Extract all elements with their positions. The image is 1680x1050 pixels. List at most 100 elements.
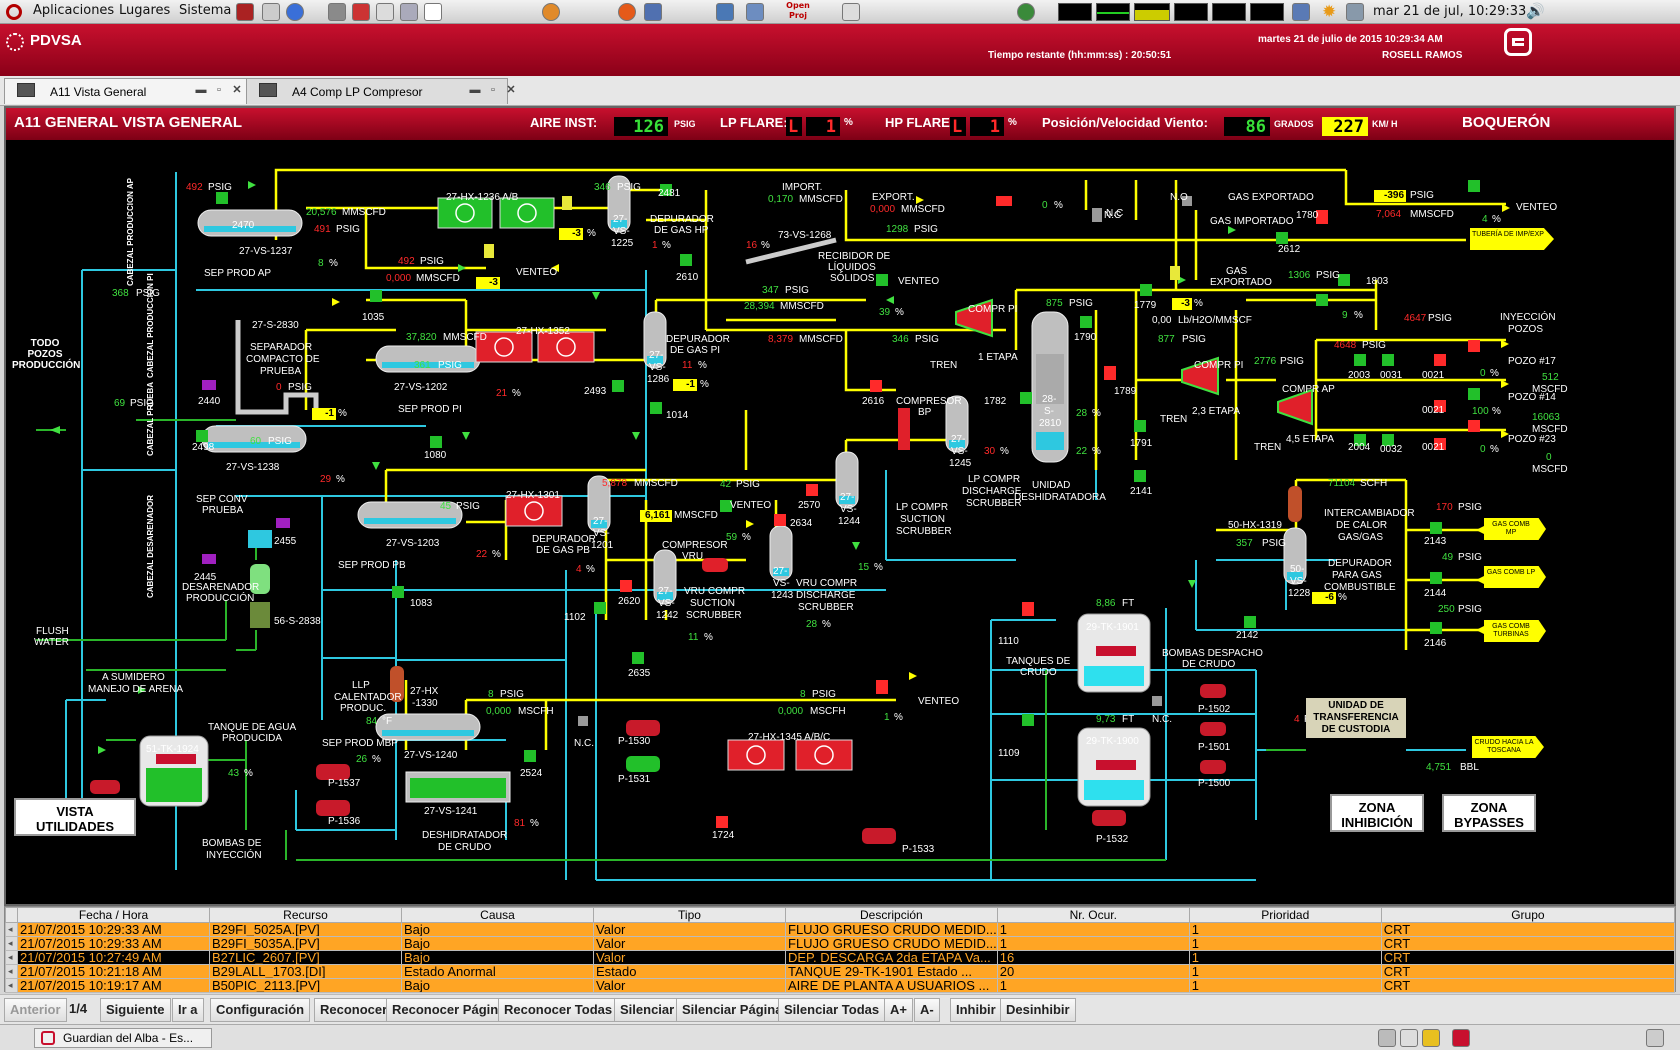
alarm-action-button[interactable]: Silenciar Página	[676, 998, 789, 1022]
destination-tag[interactable]: GAS COMB TURBINAS	[1484, 620, 1546, 642]
minimize-icon[interactable]: ▬	[195, 84, 207, 96]
custody-transfer-unit[interactable]: UNIDAD DE TRANSFERENCIA DE CUSTODIA	[1306, 698, 1406, 738]
col-causa[interactable]: Causa	[401, 907, 594, 923]
col-recurso[interactable]: Recurso	[209, 907, 402, 923]
desktop-icon[interactable]	[1292, 3, 1310, 21]
menu-lugares[interactable]: Lugares	[119, 3, 171, 18]
openproj-launcher[interactable]: Open Proj	[786, 1, 810, 20]
maximize-icon[interactable]: ▫	[491, 84, 495, 96]
wind-speed-unit: KM/ H	[1372, 119, 1398, 129]
guardian-icon[interactable]	[1452, 1029, 1470, 1047]
col-descripcion[interactable]: Descripción	[785, 907, 998, 923]
alarm-action-button[interactable]: A-	[914, 998, 940, 1022]
instrument-label: 11	[682, 360, 693, 371]
instrument-label: SCRUBBER	[966, 498, 1022, 509]
text-editor-icon[interactable]	[262, 3, 280, 21]
alarm-action-button[interactable]: Reconocer Todas	[498, 998, 619, 1022]
alarm-action-button: 1/4	[69, 1001, 88, 1016]
destination-tag[interactable]: CRUDO HACIA LA TOSCANA	[1472, 736, 1544, 758]
display-icon[interactable]	[1346, 3, 1364, 21]
instrument-label: %	[1338, 592, 1347, 603]
minimize-icon[interactable]: ▬	[469, 84, 481, 96]
network-icon[interactable]	[400, 3, 418, 21]
world-icon[interactable]	[1017, 3, 1035, 21]
destination-tag[interactable]: GAS COMB LP	[1484, 566, 1546, 588]
instrument-label: PRUEBA	[202, 505, 244, 516]
vista-utilidades-button[interactable]: VISTA UTILIDADES	[14, 798, 136, 836]
firefox-icon[interactable]	[542, 3, 560, 21]
alarm-action-button[interactable]: A+	[884, 998, 913, 1022]
web-browser-icon[interactable]	[286, 3, 304, 21]
alarm-action-button[interactable]: Ir a	[172, 998, 204, 1022]
alarm-action-button[interactable]: Silenciar	[614, 998, 681, 1022]
workspace-icon[interactable]	[1378, 1029, 1396, 1047]
app-launcher-icon[interactable]	[236, 3, 254, 21]
instrument-label: 29-TK-1901	[1086, 622, 1139, 633]
alarm-action-button[interactable]: Anterior	[4, 998, 67, 1022]
instrument-label: PSIG	[1410, 190, 1434, 201]
zona-bypasses-button[interactable]: ZONA BYPASSES	[1442, 794, 1536, 832]
col-grupo[interactable]: Grupo	[1380, 907, 1676, 923]
instrument-label: 2,3 ETAPA	[1192, 406, 1240, 417]
maximize-icon[interactable]: ▫	[217, 84, 221, 96]
weather-sun-icon[interactable]: ✹	[1322, 2, 1337, 22]
browser-icon[interactable]	[618, 3, 636, 21]
alarm-action-button[interactable]: Reconocer Página	[386, 998, 512, 1022]
menu-sistema[interactable]: Sistema	[179, 3, 232, 18]
instrument-label: TANQUE DE AGUA	[208, 722, 297, 733]
menu-aplicaciones[interactable]: Aplicaciones	[33, 3, 115, 18]
print-icon[interactable]	[842, 3, 860, 21]
destination-tag[interactable]: GAS COMB MP	[1484, 518, 1546, 540]
clock[interactable]: mar 21 de jul, 10:29:33	[1373, 4, 1527, 19]
close-icon[interactable]: ✕	[232, 84, 242, 96]
instrument-label: PSIG	[208, 182, 232, 193]
instrument-label: SEPARADOR	[250, 342, 313, 353]
notification-icon[interactable]	[1422, 1029, 1440, 1047]
app-logo-icon[interactable]	[1504, 28, 1532, 56]
alarm-action-button[interactable]: Configuración	[210, 998, 311, 1022]
alarm-action-button[interactable]: Reconocer	[314, 998, 394, 1022]
tab-a4-comp-lp[interactable]: A4 Comp LP Compresor ▬ ▫ ✕	[246, 78, 516, 104]
zona-inhibicion-button[interactable]: ZONA INHIBICIÓN	[1330, 794, 1424, 832]
desander	[248, 530, 272, 628]
instrument-label: MMSCFD	[901, 204, 945, 215]
instrument-label: 27-	[613, 214, 628, 225]
notes-icon[interactable]	[424, 3, 442, 21]
alarm-cell: 1	[996, 978, 1190, 993]
terminal-icon[interactable]	[376, 3, 394, 21]
instrument-label: 2141	[1130, 486, 1153, 497]
alarm-action-button[interactable]: Silenciar Todas	[778, 998, 886, 1022]
remote-desktop-icon[interactable]	[644, 3, 662, 21]
monitor-icon[interactable]	[746, 3, 764, 21]
clipboard-icon[interactable]	[1400, 1029, 1418, 1047]
col-nr-ocur[interactable]: Nr. Ocur.	[996, 907, 1190, 923]
instrument-label: 29	[320, 474, 332, 485]
alarm-action-button[interactable]: Inhibir	[950, 998, 1002, 1022]
alarm-action-button[interactable]: Siguiente	[100, 998, 171, 1022]
alarm-cell: 1	[1188, 964, 1382, 979]
instrument-label: %	[1492, 214, 1501, 225]
volume-icon[interactable]: 🔊	[1526, 2, 1545, 20]
col-prioridad[interactable]: Prioridad	[1188, 907, 1382, 923]
yellow-valves	[484, 196, 1180, 280]
trash-icon[interactable]	[1646, 1029, 1664, 1047]
taskbar-item-guardian[interactable]: Guardian del Alba - Es...	[34, 1028, 212, 1048]
col-tipo[interactable]: Tipo	[593, 907, 786, 923]
gnome-logo-icon[interactable]	[6, 4, 22, 20]
tools-icon[interactable]	[328, 3, 346, 21]
vpn-icon[interactable]	[716, 3, 734, 21]
tab-a11-vista-general[interactable]: A11 Vista General ▬ ▫ ✕	[4, 78, 266, 104]
alarm-action-button[interactable]: Desinhibir	[1000, 998, 1076, 1022]
settings-icon[interactable]	[352, 3, 370, 21]
instrument-label: 28	[806, 619, 818, 630]
destination-tag[interactable]: TUBERÍA DE IMP/EXP	[1470, 228, 1554, 250]
close-icon[interactable]: ✕	[506, 84, 516, 96]
col-fecha-hora[interactable]: Fecha / Hora	[17, 907, 210, 923]
alarm-cell: 21/07/2015 10:21:18 AM	[17, 964, 210, 979]
instrument-label: MSCFD	[1532, 424, 1568, 435]
